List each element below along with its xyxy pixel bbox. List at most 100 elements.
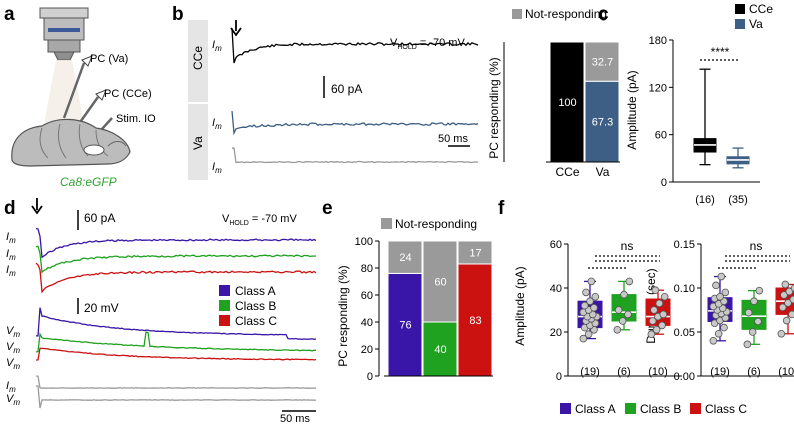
y-tick-label: 20 — [361, 344, 373, 356]
bar-not-responding-1 — [422, 240, 458, 323]
data-point-2 — [788, 310, 794, 319]
data-point-2 — [660, 292, 669, 301]
scale-label-voltage-d: 20 mV — [84, 301, 119, 315]
data-point-2 — [778, 303, 787, 312]
panel-label-d: d — [4, 198, 16, 219]
y-tick-label: 0 — [367, 371, 373, 383]
data-point-1 — [614, 306, 623, 314]
n-label-1: (6) — [617, 366, 630, 378]
data-point-1 — [618, 317, 627, 325]
legend-class-a-f: Class A — [575, 402, 616, 416]
panel-label-a: a — [4, 4, 15, 25]
trace-label-0: Im — [6, 231, 16, 245]
legend-swatch-class-b-f — [625, 403, 636, 414]
voltage-trace-gray — [35, 385, 317, 409]
panel-label-b: b — [172, 4, 184, 25]
data-point-0 — [582, 288, 590, 297]
y-tick-label: 80 — [361, 263, 373, 275]
trace-label-7: Vm — [6, 393, 20, 407]
data-point-0 — [709, 336, 718, 345]
data-point-1 — [625, 277, 634, 286]
significance-label: ns — [621, 239, 634, 253]
n-label-2: (10) — [778, 366, 794, 378]
panel-label-f: f — [498, 198, 505, 219]
data-point-2 — [651, 286, 660, 295]
stimulus-arrow-icon — [31, 198, 43, 215]
n-label-0: (19) — [710, 366, 730, 378]
vhold-label-d: VHOLD = -70 mV — [222, 213, 297, 227]
ylabel-f-amp: Amplitude (pA) — [513, 266, 527, 345]
data-point-2 — [785, 287, 794, 296]
panel-a: PC (Va) PC (CCe) Stim. IO Ca8:eGFP — [11, 7, 156, 189]
data-label-not-responding-2: 17 — [469, 247, 481, 259]
legend-swatch-class-c-d — [219, 315, 230, 326]
data-point-2 — [784, 299, 792, 307]
y-tick-label: 100 — [355, 236, 373, 248]
y-tick-label: 120 — [649, 82, 667, 94]
y-tick-label: 0.00 — [674, 371, 695, 383]
y-tick-label: 180 — [649, 35, 667, 47]
voltage-trace-class-a — [35, 307, 317, 340]
y-tick-label: 0.15 — [674, 239, 695, 251]
legend-swatch-class-a-d — [219, 285, 230, 296]
x-tick-label-0: CCe — [555, 165, 579, 179]
trace-va-gray — [231, 147, 479, 164]
n-label-1: (6) — [747, 366, 760, 378]
data-point-0 — [586, 297, 594, 306]
label-pc-cce: PC (CCe) — [104, 88, 152, 100]
current-trace-gray — [36, 375, 317, 389]
data-point-2 — [655, 299, 664, 308]
significance-label: **** — [711, 45, 730, 59]
data-label-not-responding-1: 32.7 — [592, 57, 613, 69]
data-point-0 — [590, 303, 598, 312]
data-label-responding-2: 83 — [469, 315, 481, 327]
data-point-2 — [789, 295, 794, 304]
data-point-1 — [743, 340, 752, 349]
bar-not-responding-2 — [457, 240, 493, 265]
y-tick-label: 0 — [556, 371, 562, 383]
y-tick-label: 60 — [361, 290, 373, 302]
n-label-1: (35) — [728, 194, 748, 206]
data-point-1 — [750, 297, 758, 306]
panel-c: CCe Va Amplitude (pA) 060120180(16)(35)*… — [625, 2, 773, 206]
legend-class-c-d: Class C — [235, 314, 277, 328]
row-label-va: Va — [191, 136, 205, 150]
label-stim-io: Stim. IO — [116, 113, 156, 125]
data-point-0 — [721, 288, 730, 297]
legend-swatch-cce — [735, 4, 745, 14]
data-point-0 — [587, 277, 596, 286]
panel-b: CCe Va Im Im Im VHOLD = -70 mV 60 pA 50 … — [188, 7, 620, 180]
row-band-cce — [188, 20, 208, 102]
legend-swatch-not-responding-e — [381, 218, 392, 229]
label-pc-va: PC (Va) — [90, 53, 128, 65]
trace-va — [231, 111, 479, 136]
y-tick-label: 0.05 — [674, 327, 695, 339]
legend-not-responding-e: Not-responding — [395, 217, 477, 231]
data-point-1 — [755, 286, 764, 295]
y-tick-label: 60 — [550, 239, 562, 251]
legend-swatch-va — [735, 19, 745, 29]
bar-responding-1 — [422, 321, 458, 377]
current-trace-class-a — [35, 227, 317, 259]
im-label-va: Im — [212, 117, 222, 131]
data-point-2 — [777, 329, 786, 338]
data-point-2 — [650, 306, 658, 314]
voltage-trace-class-b — [35, 331, 316, 353]
legend-class-c-f: Class C — [705, 402, 747, 416]
legend-class-b-d: Class B — [235, 299, 276, 313]
panel-label-e: e — [322, 198, 333, 219]
data-label-not-responding-1: 60 — [434, 277, 446, 289]
data-point-2 — [648, 317, 657, 325]
y-tick-label: 40 — [550, 283, 562, 295]
data-label-not-responding-0: 24 — [399, 252, 411, 264]
legend-class-b-f: Class B — [640, 402, 681, 416]
trace-label-1: Im — [6, 248, 16, 262]
trace-label-4: Vm — [6, 341, 20, 355]
n-label-2: (10) — [648, 366, 668, 378]
